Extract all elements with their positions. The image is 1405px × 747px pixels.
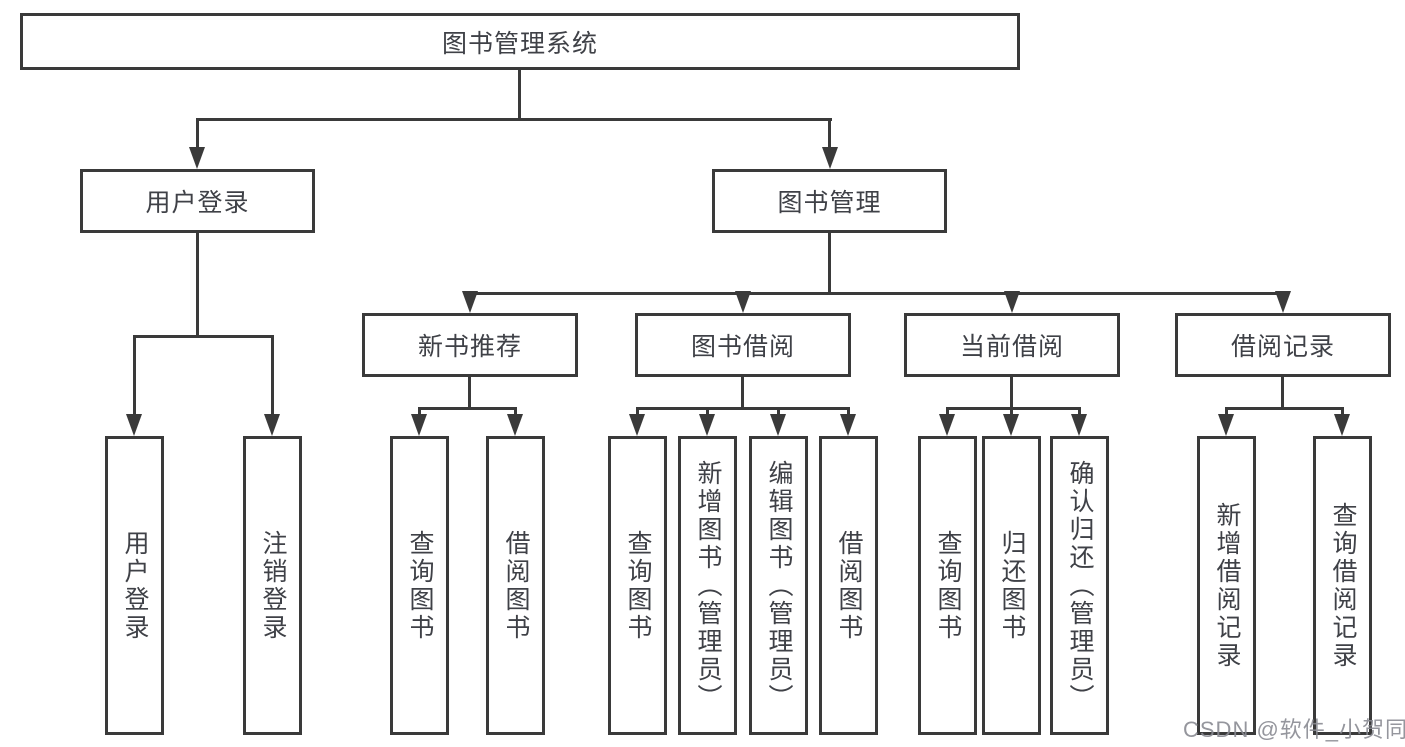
node-root: 图书管理系统	[20, 13, 1020, 70]
connector-leaf-stem	[847, 407, 850, 416]
arrow-down-icon	[189, 147, 205, 169]
connector-new-book-branch	[418, 407, 517, 410]
leaf-borrow-books-label: 借阅图书	[502, 529, 530, 642]
connector-root-stem	[518, 70, 521, 118]
leaf-add-books-admin: 新增图书（管理员）	[678, 436, 737, 735]
leaf-add-borrow-record-label: 新增借阅记录	[1213, 501, 1241, 670]
node-book-management: 图书管理	[712, 169, 947, 233]
connector-user-login-branch	[133, 335, 274, 338]
connector-leaf-stem	[636, 407, 639, 416]
arrow-down-icon	[507, 414, 523, 436]
leaf-user-login-label: 用户登录	[121, 529, 149, 642]
connector-borrow-record-down	[1281, 377, 1284, 407]
leaf-query-borrow-record: 查询借阅记录	[1313, 436, 1372, 735]
leaf-logout: 注销登录	[243, 436, 302, 735]
arrow-down-icon	[462, 291, 478, 313]
node-borrow-record: 借阅记录	[1175, 313, 1391, 377]
arrow-down-icon	[1071, 414, 1087, 436]
connector-leaf-stem	[271, 335, 274, 416]
connector-leaf-stem	[706, 407, 709, 416]
csdn-watermark: CSDN @软件_小贺同学	[1183, 717, 1405, 742]
leaf-user-login: 用户登录	[105, 436, 164, 735]
arrow-down-icon	[1004, 291, 1020, 313]
arrow-down-icon	[699, 414, 715, 436]
arrow-down-icon	[840, 414, 856, 436]
leaf-edit-books-admin-label: 编辑图书（管理员）	[765, 459, 793, 712]
node-book-management-label: 图书管理	[777, 189, 882, 217]
connector-book-mgmt-down	[828, 233, 831, 292]
connector-leaf-stem	[1010, 407, 1013, 416]
leaf-query-books: 查询图书	[390, 436, 449, 735]
leaf-borrow-books: 借阅图书	[486, 436, 545, 735]
leaf-confirm-return-admin-label: 确认归还（管理员）	[1066, 459, 1094, 712]
leaf-query-books-label: 查询图书	[624, 529, 652, 642]
leaf-query-books: 查询图书	[918, 436, 977, 735]
connector-leaf-stem	[1078, 407, 1081, 416]
node-book-borrow-label: 图书借阅	[690, 333, 795, 361]
leaf-return-books-label: 归还图书	[998, 529, 1026, 642]
node-borrow-record-label: 借阅记录	[1230, 333, 1335, 361]
connector-user-login-down	[196, 233, 199, 335]
connector-root-branch	[196, 118, 832, 121]
connector-leaf-stem	[1225, 407, 1228, 416]
connector-book-mgmt-stem	[828, 118, 831, 150]
leaf-logout-label: 注销登录	[259, 529, 287, 642]
node-new-book-recommend: 新书推荐	[362, 313, 578, 377]
leaf-add-books-admin-label: 新增图书（管理员）	[694, 459, 722, 712]
node-current-borrow-label: 当前借阅	[959, 333, 1064, 361]
arrow-down-icon	[411, 414, 427, 436]
connector-current-borrow-branch	[946, 407, 1081, 410]
arrow-down-icon	[822, 147, 838, 169]
arrow-down-icon	[1003, 414, 1019, 436]
arrow-down-icon	[1275, 291, 1291, 313]
node-new-book-recommend-label: 新书推荐	[417, 333, 522, 361]
node-user-login: 用户登录	[80, 169, 315, 233]
arrow-down-icon	[629, 414, 645, 436]
connector-leaf-stem	[418, 407, 421, 416]
connector-leaf-stem	[133, 335, 136, 416]
arrow-down-icon	[1218, 414, 1234, 436]
arrow-down-icon	[939, 414, 955, 436]
leaf-return-books: 归还图书	[982, 436, 1041, 735]
leaf-query-books-label: 查询图书	[406, 529, 434, 642]
leaf-query-books: 查询图书	[608, 436, 667, 735]
connector-leaf-stem	[777, 407, 780, 416]
leaf-borrow-books: 借阅图书	[819, 436, 878, 735]
arrow-down-icon	[1334, 414, 1350, 436]
arrow-down-icon	[264, 414, 280, 436]
arrow-down-icon	[770, 414, 786, 436]
node-book-borrow: 图书借阅	[635, 313, 851, 377]
arrow-down-icon	[735, 291, 751, 313]
arrow-down-icon	[126, 414, 142, 436]
leaf-query-borrow-record-label: 查询借阅记录	[1329, 501, 1357, 670]
connector-book-borrow-branch	[636, 407, 850, 410]
node-user-login-label: 用户登录	[145, 189, 250, 217]
connector-borrow-record-branch	[1225, 407, 1344, 410]
connector-leaf-stem	[514, 407, 517, 416]
connector-book-borrow-down	[741, 377, 744, 407]
node-root-label: 图书管理系统	[441, 29, 598, 58]
connector-book-mgmt-branch	[468, 292, 1285, 295]
node-current-borrow: 当前借阅	[904, 313, 1120, 377]
connector-user-login-stem	[196, 118, 199, 150]
connector-current-borrow-down	[1010, 377, 1013, 407]
leaf-confirm-return-admin: 确认归还（管理员）	[1050, 436, 1109, 735]
leaf-borrow-books-label: 借阅图书	[835, 529, 863, 642]
connector-leaf-stem	[946, 407, 949, 416]
leaf-edit-books-admin: 编辑图书（管理员）	[749, 436, 808, 735]
connector-leaf-stem	[1341, 407, 1344, 416]
leaf-query-books-label: 查询图书	[934, 529, 962, 642]
connector-new-book-down	[468, 377, 471, 407]
leaf-add-borrow-record: 新增借阅记录	[1197, 436, 1256, 735]
